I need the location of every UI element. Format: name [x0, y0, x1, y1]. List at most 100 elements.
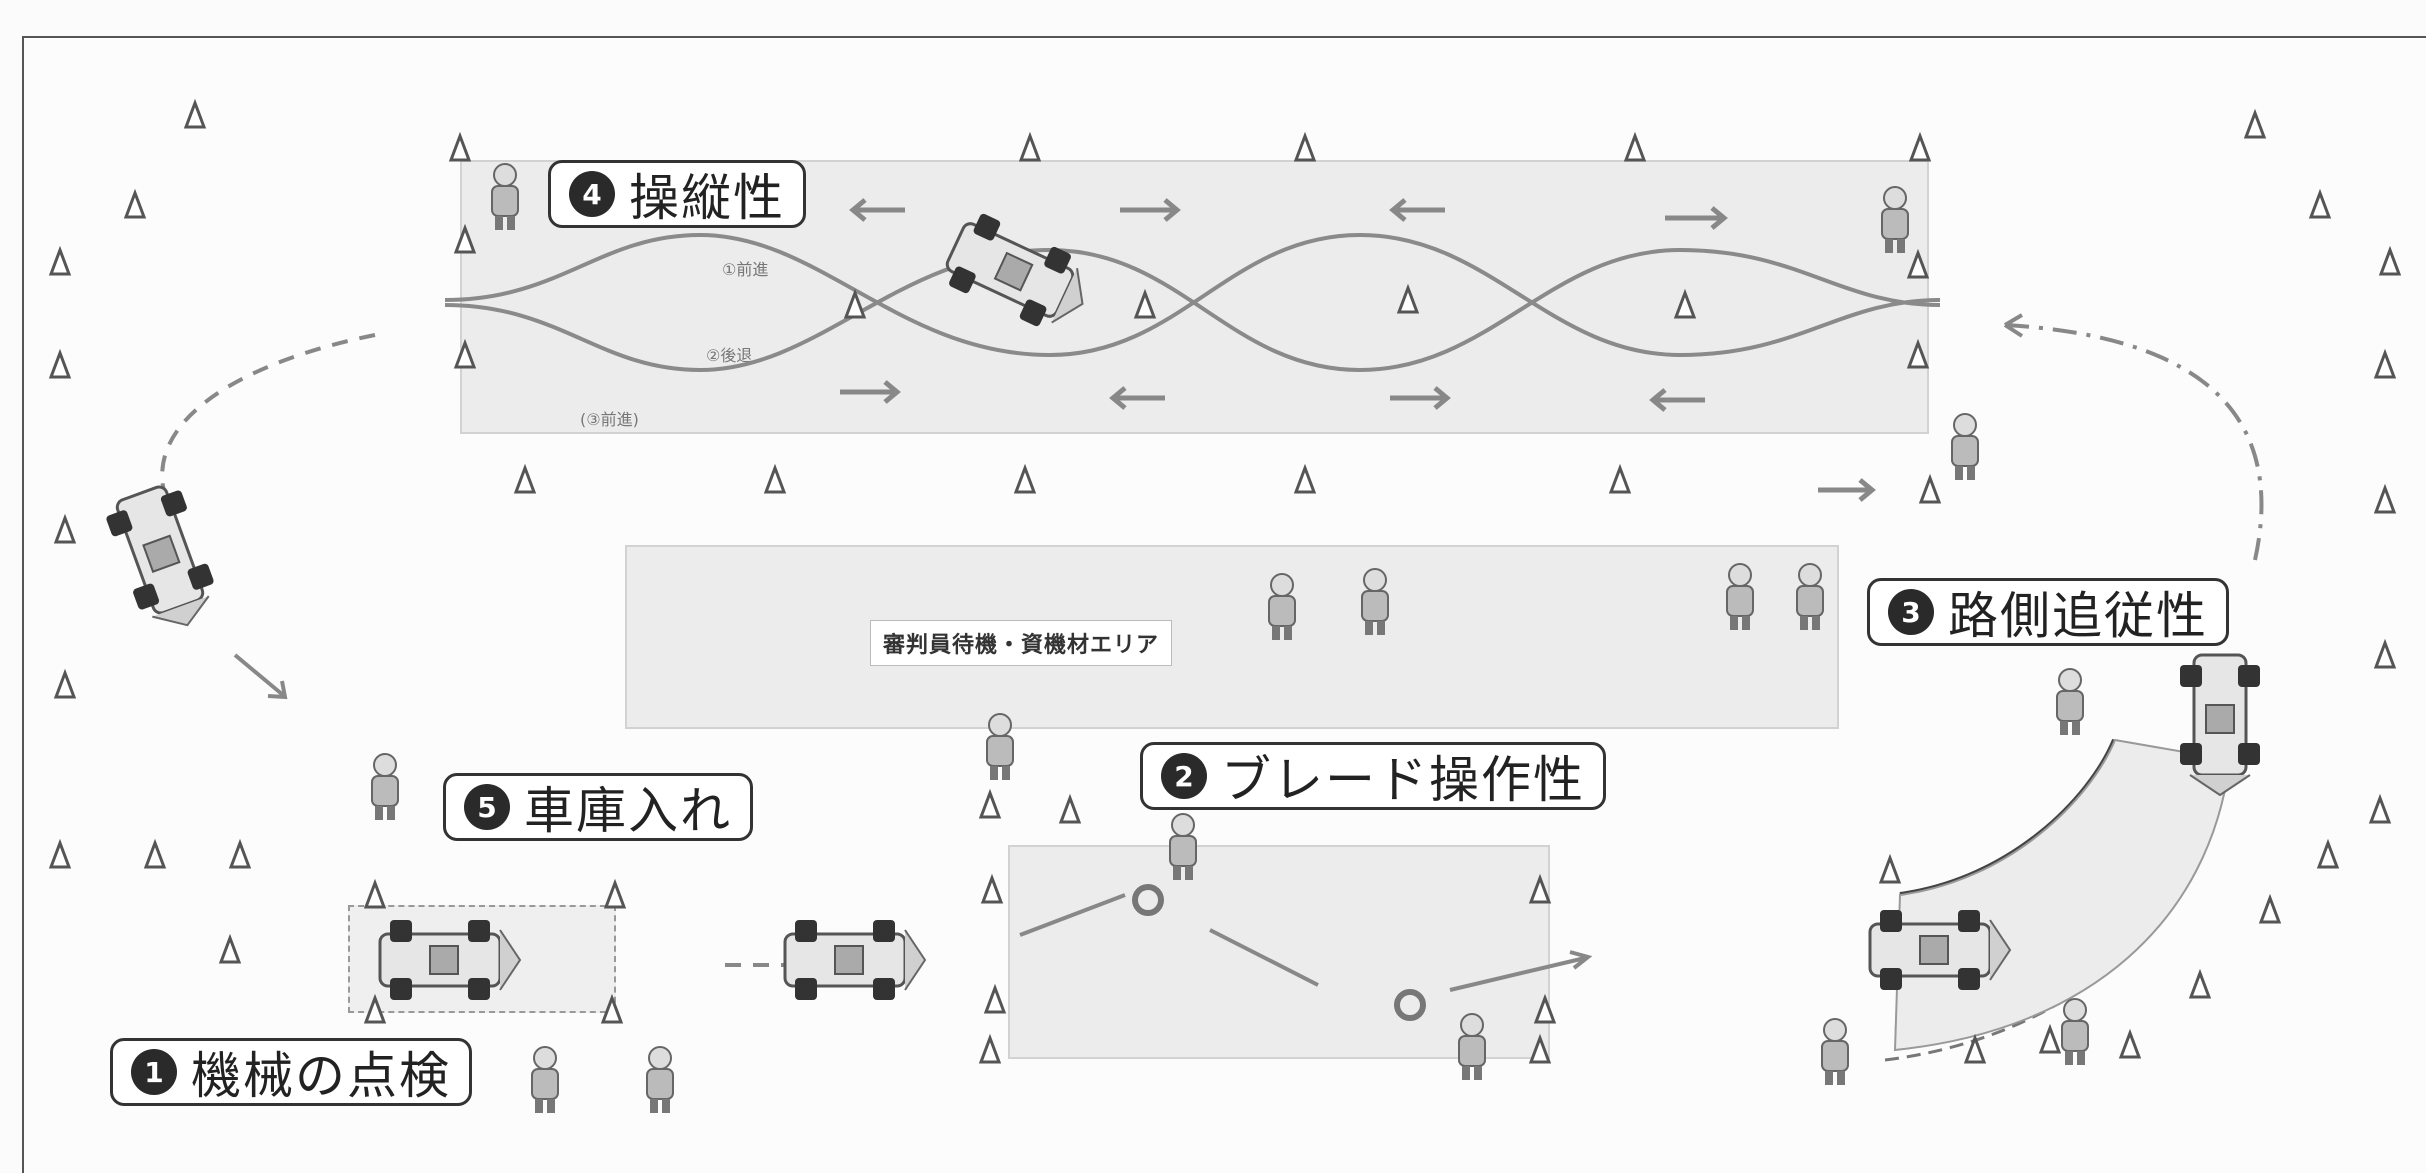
motor-grader-icon [106, 485, 214, 627]
staff-person-icon [371, 753, 399, 820]
station-4-maneuverability: 4 操縦性 [548, 160, 806, 228]
traffic-cone-icon [2378, 245, 2402, 276]
traffic-cone-icon [1293, 463, 1317, 494]
direction-arrow [1109, 386, 1165, 410]
station-label: 車庫入れ [524, 782, 732, 840]
direction-arrow [1649, 388, 1705, 412]
traffic-cone-icon [513, 463, 537, 494]
blade-path [1019, 893, 1593, 992]
slalom-lane-upper [444, 232, 1941, 358]
traffic-cone-icon [123, 188, 147, 219]
traffic-cone-icon [363, 878, 387, 909]
blade-operation-area [1008, 845, 1550, 1059]
traffic-cone-icon [1623, 131, 1647, 162]
traffic-cone-icon [2258, 893, 2282, 924]
route-dashed-right [2004, 323, 2264, 561]
station-number-badge: 3 [1888, 589, 1934, 635]
traffic-cone-icon [1906, 248, 1930, 279]
staff-person-icon [1821, 1018, 1849, 1085]
traffic-cone-icon [143, 838, 167, 869]
route-arrow-left-down [233, 653, 288, 700]
traffic-cone-icon [53, 668, 77, 699]
traffic-cone-icon [978, 788, 1002, 819]
traffic-cone-icon [48, 245, 72, 276]
traffic-cone-icon [448, 131, 472, 162]
traffic-cone-icon [2038, 1023, 2062, 1054]
station-2-blade-operation: 2 ブレード操作性 [1140, 742, 1606, 810]
traffic-cone-icon [1918, 473, 1942, 504]
traffic-cone-icon [983, 983, 1007, 1014]
traffic-cone-icon [2243, 108, 2267, 139]
staff-person-icon [1796, 563, 1824, 630]
traffic-cone-icon [1133, 288, 1157, 319]
direction-arrow [849, 198, 905, 222]
lane-label-reverse: ②後退 [706, 346, 753, 365]
staff-person-icon [2061, 998, 2089, 1065]
station-number-badge: 1 [131, 1049, 177, 1095]
traffic-cone-icon [1058, 793, 1082, 824]
traffic-cone-icon [2316, 838, 2340, 869]
traffic-cone-icon [1396, 283, 1420, 314]
station-label: 路側追従性 [1948, 587, 2208, 645]
curve-lane-inner [1884, 789, 2217, 1062]
slalom-lane-lower [444, 247, 1941, 373]
direction-arrow [1120, 198, 1181, 222]
traffic-cone-icon [2308, 188, 2332, 219]
traffic-cone-icon [48, 348, 72, 379]
station-5-garage-entry: 5 車庫入れ [443, 773, 753, 841]
motor-grader-icon [1868, 910, 2012, 990]
traffic-cone-icon [53, 513, 77, 544]
staff-person-icon [1726, 563, 1754, 630]
traffic-cone-icon [2118, 1028, 2142, 1059]
direction-arrow [1389, 198, 1445, 222]
traffic-cone-icon [1908, 131, 1932, 162]
blade-target-ring [1132, 884, 1164, 916]
traffic-cone-icon [763, 463, 787, 494]
motor-grader-icon [945, 213, 1084, 327]
traffic-cone-icon [48, 838, 72, 869]
staff-person-icon [1361, 568, 1389, 635]
traffic-cone-icon [2373, 483, 2397, 514]
traffic-cone-icon [1673, 288, 1697, 319]
traffic-cone-icon [228, 838, 252, 869]
traffic-cone-icon [600, 993, 624, 1024]
direction-arrow [1818, 478, 1876, 502]
direction-arrow [840, 380, 901, 404]
traffic-cone-icon [1528, 1033, 1552, 1064]
staff-group [371, 163, 2089, 1113]
machine-group [106, 213, 2260, 1000]
traffic-cone-icon [1878, 853, 1902, 884]
traffic-cone-icon [1018, 131, 1042, 162]
staff-person-icon [986, 713, 1014, 780]
judges-storage-area [625, 545, 1839, 729]
traffic-cone-icon [2373, 638, 2397, 669]
traffic-cone-icon [2373, 348, 2397, 379]
station-number-badge: 4 [569, 171, 615, 217]
staff-person-icon [1169, 813, 1197, 880]
staff-person-icon [1458, 1013, 1486, 1080]
staff-person-icon [646, 1046, 674, 1113]
traffic-cone-icon [1906, 338, 1930, 369]
traffic-cone-icon [603, 878, 627, 909]
traffic-cone-icon [1533, 993, 1557, 1024]
direction-arrow [1665, 206, 1728, 230]
lane-label-forward-2: (③前進) [580, 410, 639, 429]
station-number-badge: 2 [1161, 753, 1207, 799]
station-label: 機械の点検 [191, 1047, 451, 1105]
staff-person-icon [491, 163, 519, 230]
route-arrow-head [2003, 313, 2024, 338]
station-label: 操縦性 [629, 169, 785, 227]
storage-area-label: 審判員待機・資機材エリア [870, 620, 1173, 666]
traffic-cone-icon [1963, 1033, 1987, 1064]
traffic-cone-icon [2188, 968, 2212, 999]
station-number-badge: 5 [464, 784, 510, 830]
traffic-cone-icon [363, 993, 387, 1024]
traffic-cone-icon [1013, 463, 1037, 494]
traffic-cone-icon [453, 338, 477, 369]
traffic-cone-icon [183, 98, 207, 129]
traffic-cone-icon [453, 223, 477, 254]
traffic-cone-icon [980, 873, 1004, 904]
traffic-cone-icon [1293, 131, 1317, 162]
